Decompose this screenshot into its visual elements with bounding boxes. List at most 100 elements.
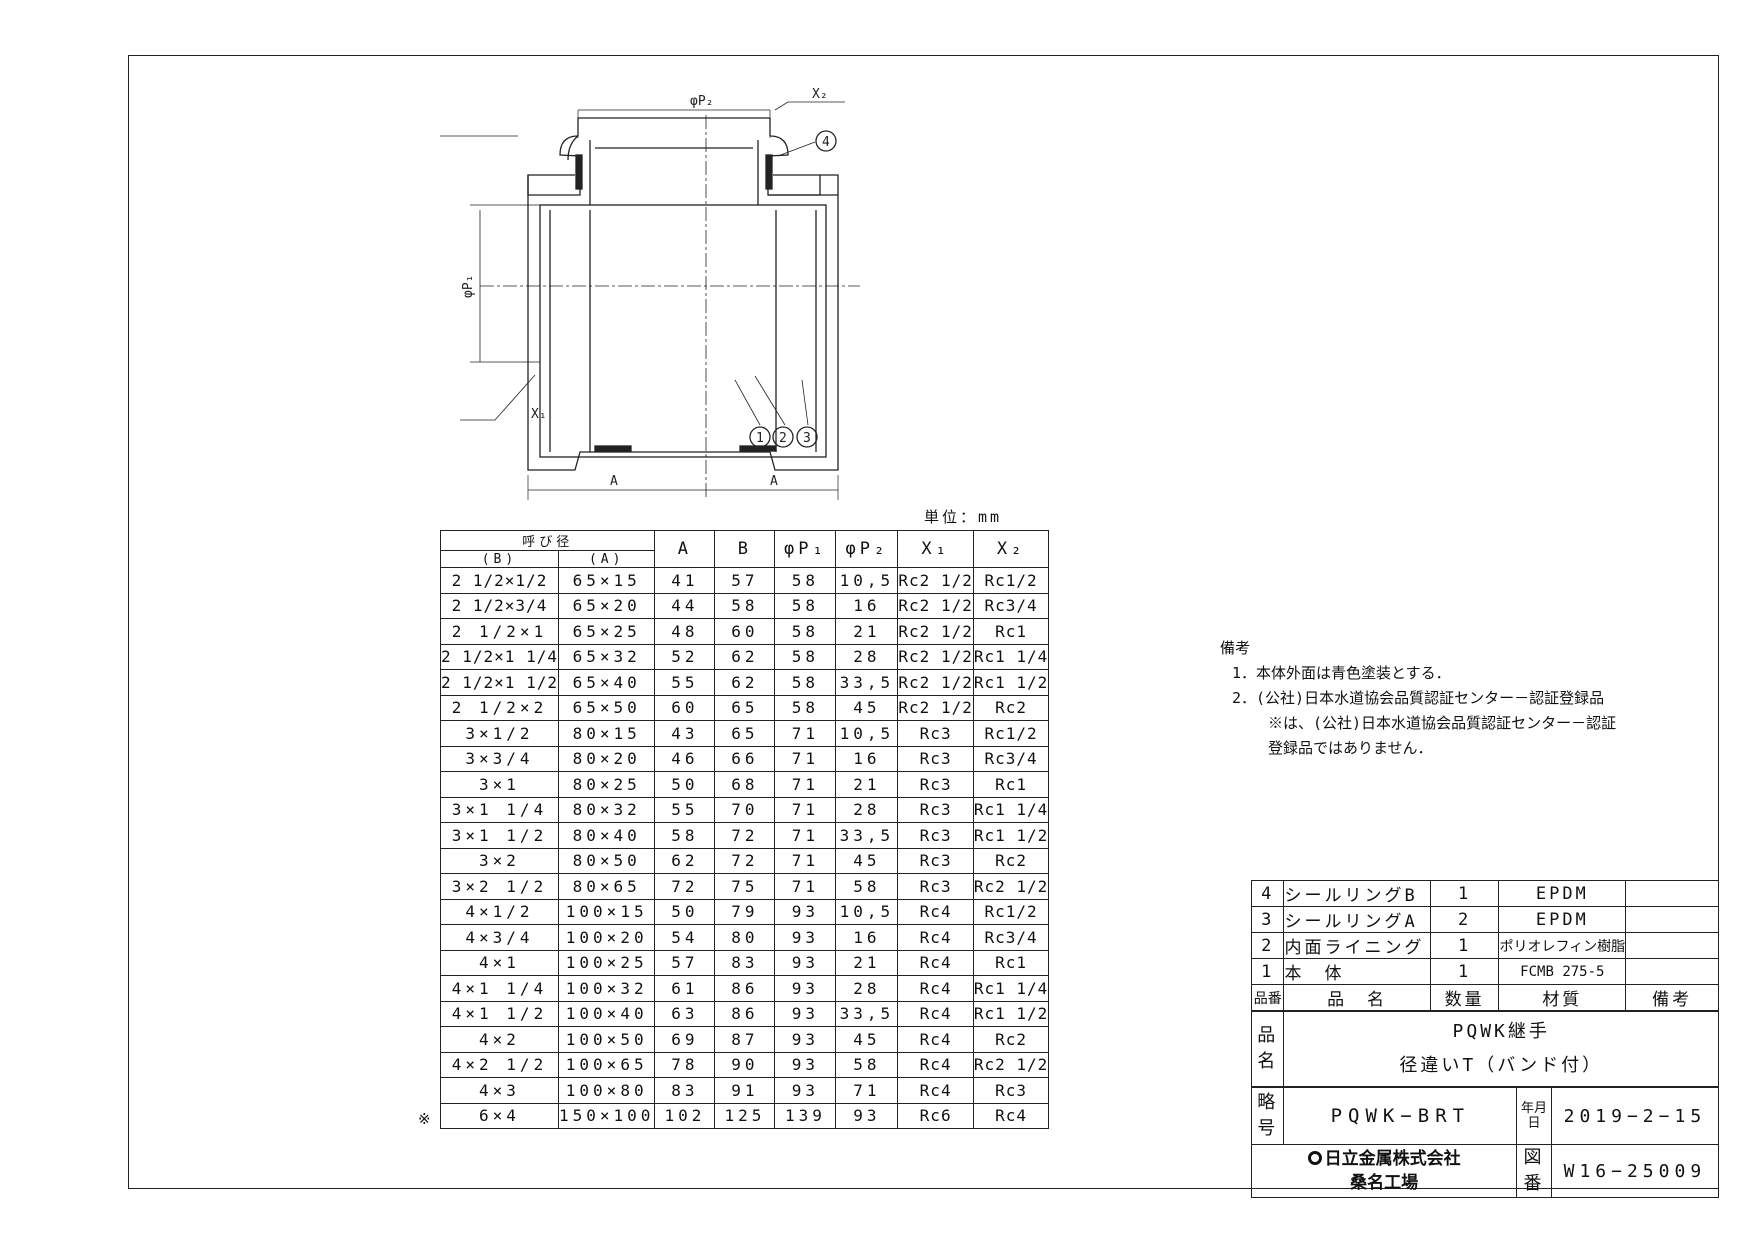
col-header: B	[714, 530, 776, 568]
table-cell: 3×1 1/4	[440, 796, 559, 823]
table-cell: Rc1 1/4	[972, 796, 1050, 823]
table-cell: 100×32	[557, 975, 656, 1002]
table-cell: 93	[774, 898, 837, 925]
table-cell: 80×25	[557, 771, 656, 798]
table-cell: 80×32	[557, 796, 656, 823]
footnote-mark: ※	[418, 1110, 431, 1128]
table-cell: 16	[835, 745, 899, 772]
part-4-callout: 4	[822, 135, 830, 150]
table-cell: 83	[654, 1077, 716, 1104]
table-cell: 57	[714, 567, 776, 594]
table-cell: 21	[835, 771, 899, 798]
table-cell: Rc2 1/2	[897, 669, 974, 696]
table-cell: 139	[774, 1102, 837, 1129]
table-cell: 72	[714, 822, 776, 849]
table-cell: 3×1	[440, 771, 559, 798]
table-cell: 65×40	[557, 669, 656, 696]
parts-cell: EPDM	[1498, 880, 1627, 907]
table-cell: 87	[714, 1026, 776, 1053]
parts-cell	[1625, 958, 1719, 985]
table-cell: Rc1/2	[972, 720, 1050, 747]
table-cell: Rc1 1/2	[972, 669, 1050, 696]
table-cell: 50	[654, 898, 716, 925]
drawing-date: 2019−2−15	[1550, 1086, 1720, 1145]
table-cell: Rc4	[972, 1102, 1050, 1129]
table-cell: 125	[714, 1102, 776, 1129]
parts-cell: 1	[1429, 958, 1500, 985]
qty-header: 数量	[1429, 984, 1500, 1012]
table-cell: 80×50	[557, 847, 656, 874]
table-cell: 75	[714, 873, 776, 900]
table-cell: Rc2 1/2	[897, 643, 974, 670]
col-header-b: (B)	[440, 550, 559, 568]
table-cell: Rc3	[897, 796, 974, 823]
table-cell: 3×2 1/2	[440, 873, 559, 900]
table-cell: 4×3	[440, 1077, 559, 1104]
table-cell: 71	[774, 822, 837, 849]
parts-cell: EPDM	[1498, 906, 1627, 933]
parts-cell: ポリオレフィン樹脂	[1498, 932, 1627, 959]
table-cell: 102	[654, 1102, 716, 1129]
table-cell: 80×40	[557, 822, 656, 849]
table-cell: 4×2 1/2	[440, 1051, 559, 1078]
table-cell: 4×1/2	[440, 898, 559, 925]
table-cell: 48	[654, 618, 716, 645]
col-header: X₁	[897, 530, 974, 568]
table-cell: 46	[654, 745, 716, 772]
table-cell: 93	[774, 924, 837, 951]
product-code: PQWK−BRT	[1283, 1086, 1518, 1145]
table-cell: 80×15	[557, 720, 656, 747]
table-cell: 60	[714, 618, 776, 645]
col-header: φP₁	[774, 530, 837, 568]
table-cell: 58	[774, 618, 837, 645]
table-cell: 21	[835, 949, 899, 976]
table-cell: 72	[654, 873, 716, 900]
table-cell: 55	[654, 669, 716, 696]
notes-title: 備考	[1220, 639, 1251, 657]
table-cell: 3×2	[440, 847, 559, 874]
name-label: 品名	[1250, 1010, 1285, 1088]
drawing-number: W16−25009	[1550, 1144, 1720, 1198]
phi-p1-label: φP₁	[461, 275, 476, 298]
table-cell: 45	[835, 847, 899, 874]
table-cell: Rc3	[897, 873, 974, 900]
table-cell: Rc4	[897, 924, 974, 951]
table-cell: 3×1 1/2	[440, 822, 559, 849]
table-cell: Rc3/4	[972, 924, 1050, 951]
table-cell: 3×3/4	[440, 745, 559, 772]
table-cell: Rc2	[972, 694, 1050, 721]
parts-cell	[1625, 880, 1719, 907]
table-cell: 58	[774, 669, 837, 696]
table-cell: 58	[774, 592, 837, 619]
table-cell: 71	[774, 847, 837, 874]
table-cell: 4×1 1/2	[440, 1000, 559, 1027]
table-cell: 44	[654, 592, 716, 619]
sheet-border	[128, 55, 1719, 1189]
part-1-callout: 1	[756, 431, 764, 446]
table-cell: 70	[714, 796, 776, 823]
table-cell: 72	[714, 847, 776, 874]
table-cell: Rc1/2	[972, 898, 1050, 925]
nominal-size-header: 呼び径	[439, 530, 656, 551]
table-cell: 71	[774, 720, 837, 747]
unit-label: 単位：mm	[924, 508, 1003, 526]
table-cell: Rc1 1/4	[972, 643, 1050, 670]
table-cell: 71	[835, 1077, 899, 1104]
product-subname: 径違いT（バンド付）	[1399, 1055, 1604, 1076]
table-cell: Rc2 1/2	[972, 1051, 1050, 1078]
table-cell: 41	[654, 567, 716, 594]
table-cell: 100×65	[557, 1051, 656, 1078]
a-right-label: A	[770, 474, 778, 489]
table-cell: 33,5	[835, 822, 899, 849]
table-cell: 10,5	[835, 898, 899, 925]
table-cell: Rc1	[972, 618, 1050, 645]
table-cell: 93	[774, 1000, 837, 1027]
table-cell: 33,5	[835, 1000, 899, 1027]
